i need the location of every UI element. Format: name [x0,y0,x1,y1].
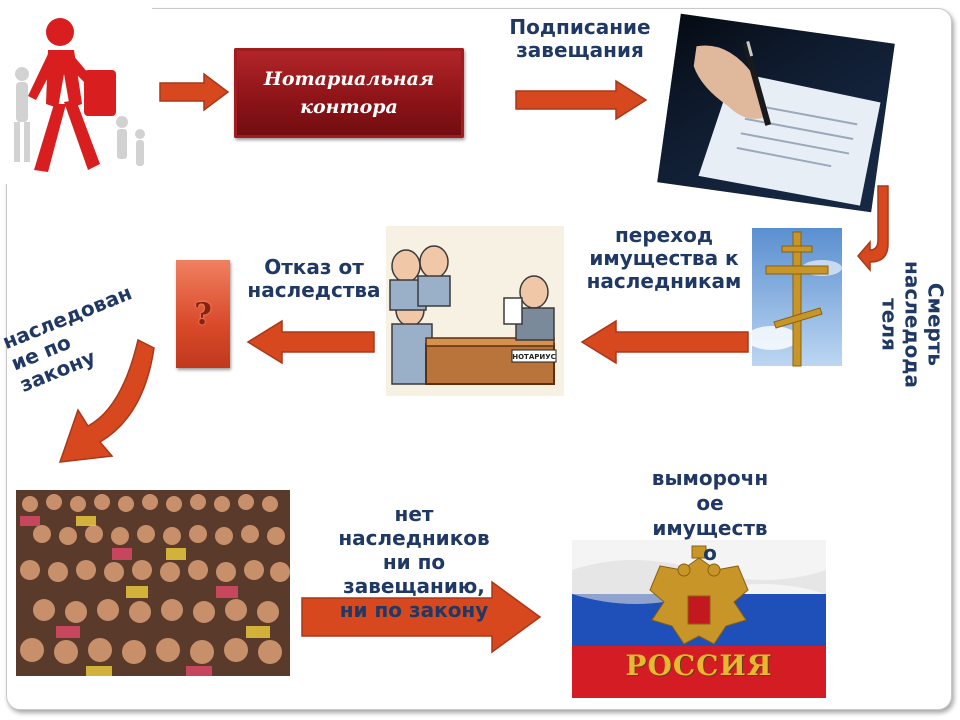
svg-text:НОТАРИУС: НОТАРИУС [512,353,556,361]
arrow-to-notary [159,72,230,112]
refusal-label: Отказ от наследства [247,255,381,302]
signing-will-label: Подписание завещания [509,15,651,62]
arrow-to-signing [515,79,648,121]
orthodox-cross-icon [746,228,842,367]
notary-cartoon-icon: НОТАРИУС [386,226,564,396]
notary-office-line2: контора [300,96,398,118]
arrow-to-question [246,319,375,365]
walking-man-icon [4,4,152,184]
russia-banner-text: РОССИЯ [625,649,773,682]
escheat-property-label: выморочн ое имуществ о [651,466,769,565]
arrow-to-notary-cartoon [580,319,749,365]
no-heirs-label: нет наследников ни по завещанию, ни по з… [338,502,490,622]
crowd-photo-icon [16,490,290,676]
question-box: ? [176,260,230,368]
curved-arrow-down [857,185,889,273]
testator-death-label: Смерть наследода теля [877,261,948,388]
notary-office-box: Нотариальная контора [234,48,464,138]
russian-flag-icon [572,540,826,698]
question-mark: ? [194,296,212,332]
curved-arrow-to-crowd [58,338,155,463]
notary-office-line1: Нотариальная [263,67,435,90]
signing-document-icon [657,13,895,213]
property-transfer-label: переход имущества к наследникам [586,223,742,293]
arrow-to-escheat [301,580,542,654]
